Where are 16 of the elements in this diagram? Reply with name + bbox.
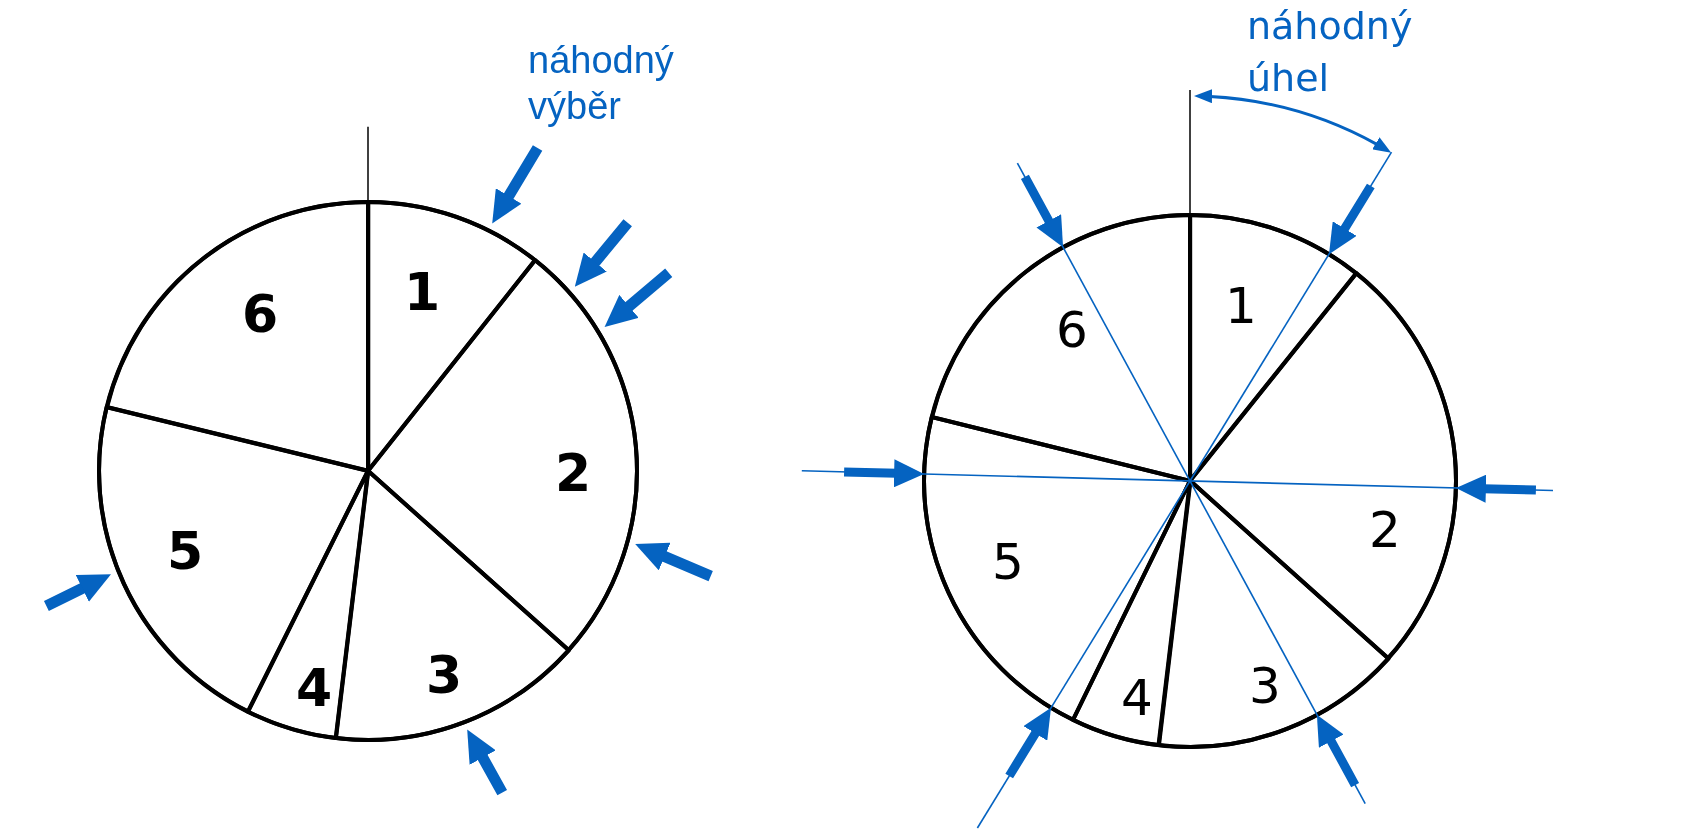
sector-number: 1: [1225, 281, 1257, 331]
sector-number: 1: [403, 266, 441, 318]
sector-number: 4: [1121, 673, 1153, 723]
annotation-label: náhodný úhel: [1247, 3, 1414, 102]
arrow: [1455, 474, 1536, 503]
sector-number: 2: [1369, 505, 1401, 555]
sector-number: 4: [295, 662, 333, 714]
sector-number: 6: [1056, 305, 1088, 355]
sector-number: 6: [241, 288, 279, 340]
sector-number: 2: [554, 447, 592, 499]
annotation-label: náhodný výběr: [528, 38, 675, 129]
arrow: [844, 459, 925, 488]
sector-number: 5: [992, 537, 1024, 587]
sector-number: 3: [425, 649, 463, 701]
sector-number: 3: [1249, 661, 1281, 711]
sector-number: 5: [166, 525, 204, 577]
